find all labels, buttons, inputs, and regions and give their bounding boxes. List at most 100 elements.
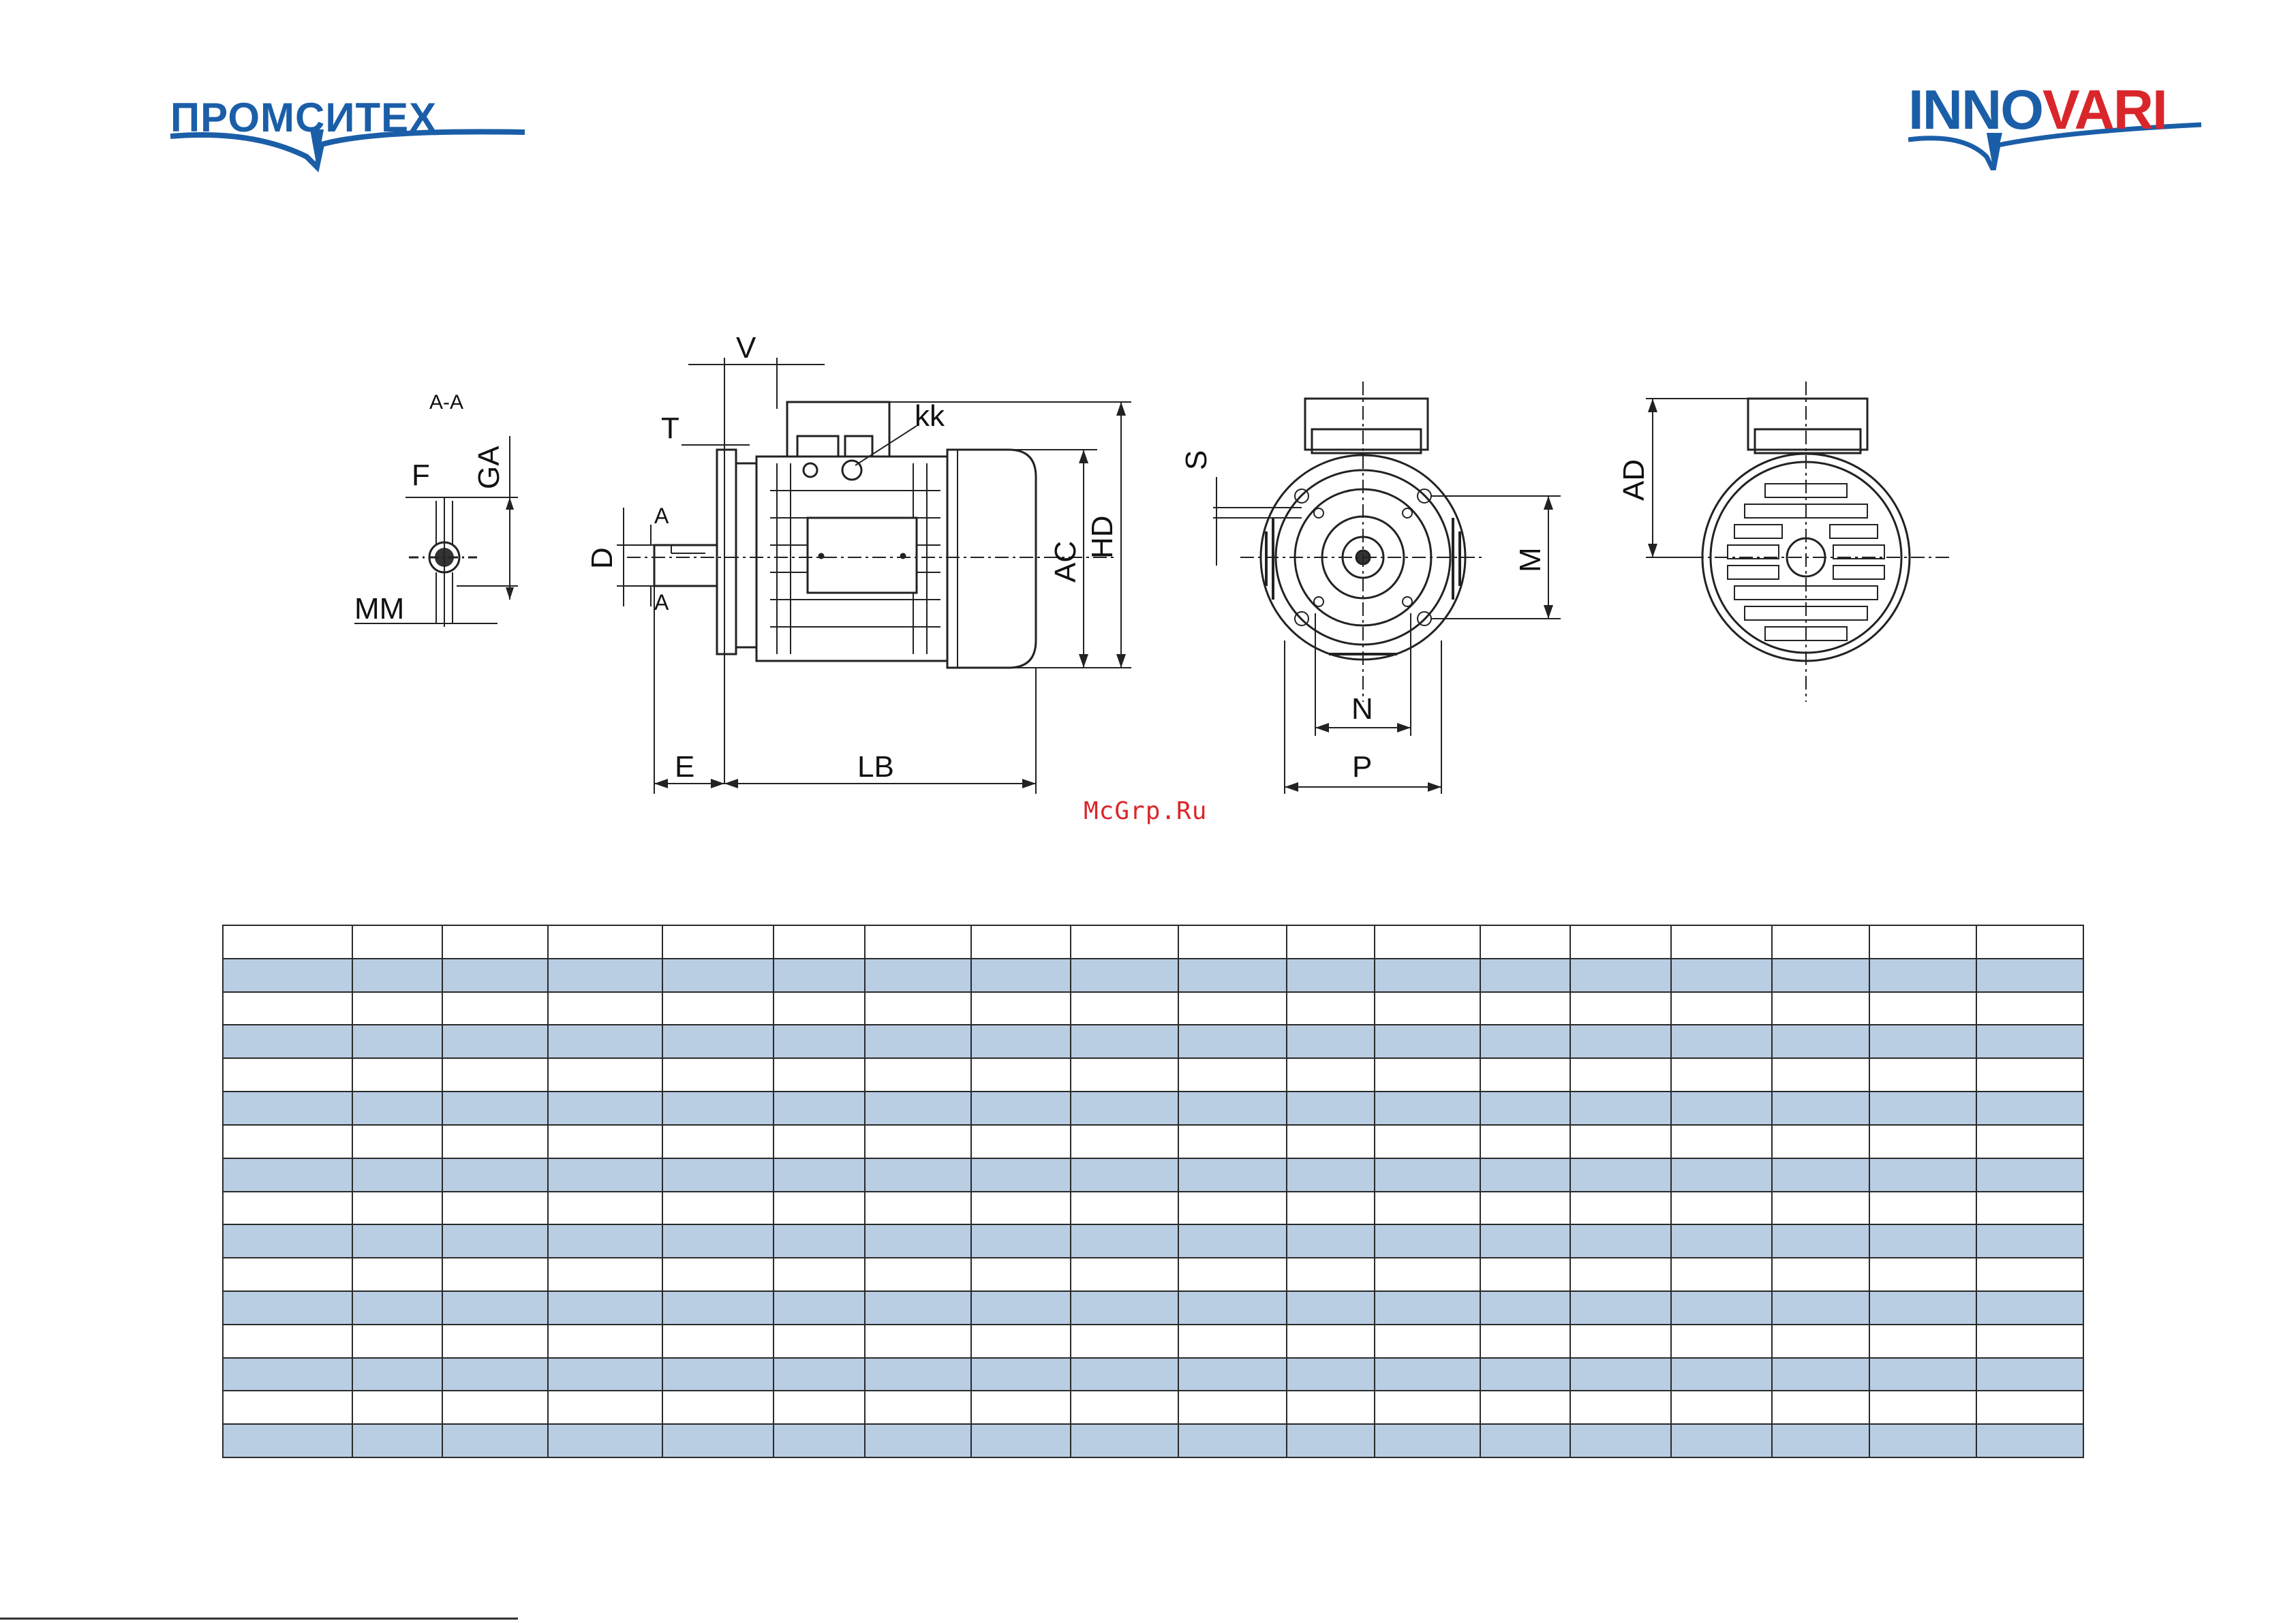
table-cell: [1070, 1024, 1179, 1060]
table-cell: [773, 1290, 866, 1325]
table-cell: [222, 991, 353, 1026]
table-cell: [352, 1224, 443, 1259]
table-cell: [970, 991, 1071, 1026]
table-cell: [1374, 1024, 1481, 1060]
table-cell: [970, 1224, 1071, 1259]
table-cell: [222, 1290, 353, 1325]
table-cell: [864, 957, 972, 993]
table-cell: [864, 1323, 972, 1359]
table-cell: [1976, 1190, 2084, 1226]
table-cell: [1178, 1257, 1287, 1292]
table-cell: [1374, 1124, 1481, 1159]
table-cell: [662, 925, 774, 959]
table-cell: [547, 1290, 663, 1325]
table-cell: [547, 1057, 663, 1093]
label-ad: AD: [1617, 459, 1651, 501]
promsitekh-logo-text: ПРОМСИТЕХ: [170, 95, 438, 140]
table-cell: [442, 1024, 549, 1060]
table-row: [222, 1257, 2084, 1292]
table-cell: [864, 991, 972, 1026]
table-cell: [1670, 991, 1773, 1026]
table-row: [222, 1024, 2084, 1060]
table-cell: [1480, 1091, 1571, 1126]
table-cell: [1869, 1190, 1977, 1226]
table-cell: [1480, 1257, 1571, 1292]
table-cell: [1070, 1290, 1179, 1325]
table-cell: [1374, 1390, 1481, 1425]
table-cell: [773, 1124, 866, 1159]
table-cell: [773, 1323, 866, 1359]
table-cell: [1869, 1124, 1977, 1159]
table-cell: [222, 957, 353, 993]
table-cell: [970, 1357, 1071, 1392]
table-cell: [547, 1357, 663, 1392]
table-cell: [773, 925, 866, 959]
table-cell: [970, 1024, 1071, 1060]
table-cell: [352, 1390, 443, 1425]
dimension-table-body: [222, 925, 2084, 1458]
table-cell: [1480, 1057, 1571, 1093]
motor-front-view: S M N P: [1180, 382, 1561, 794]
table-cell: [1570, 1124, 1672, 1159]
table-row: [222, 991, 2084, 1026]
table-cell: [1670, 1323, 1773, 1359]
table-cell: [1374, 1357, 1481, 1392]
table-row: [222, 1390, 2084, 1425]
table-cell: [970, 1091, 1071, 1126]
table-cell: [442, 1224, 549, 1259]
table-cell: [352, 1323, 443, 1359]
table-cell: [1976, 1423, 2084, 1458]
table-cell: [1670, 1057, 1773, 1093]
table-row: [222, 1290, 2084, 1325]
table-cell: [442, 1290, 549, 1325]
table-cell: [1286, 1024, 1375, 1060]
table-cell: [1070, 1390, 1179, 1425]
table-cell: [1869, 1157, 1977, 1192]
table-cell: [1771, 1423, 1870, 1458]
table-cell: [1670, 1224, 1773, 1259]
table-cell: [1771, 1357, 1870, 1392]
table-cell: [1286, 1357, 1375, 1392]
label-s: S: [1180, 450, 1213, 470]
table-cell: [222, 1190, 353, 1226]
table-cell: [442, 925, 549, 959]
label-kk: kk: [915, 399, 945, 433]
table-cell: [1070, 925, 1179, 959]
table-cell: [1178, 1091, 1287, 1126]
motor-rear-view: AD: [1617, 382, 1949, 702]
table-cell: [442, 1091, 549, 1126]
table-cell: [1070, 1357, 1179, 1392]
table-cell: [773, 1257, 866, 1292]
table-cell: [352, 1157, 443, 1192]
table-cell: [970, 1057, 1071, 1093]
table-cell: [222, 1357, 353, 1392]
table-cell: [1480, 1224, 1571, 1259]
dimension-table: [222, 925, 2084, 1458]
table-cell: [1480, 1390, 1571, 1425]
innovari-logo-text-vari: VARI: [2042, 79, 2168, 141]
table-cell: [352, 957, 443, 993]
table-cell: [662, 1390, 774, 1425]
table-cell: [1976, 1357, 2084, 1392]
table-cell: [1286, 991, 1375, 1026]
table-row: [222, 1190, 2084, 1226]
table-cell: [1670, 1157, 1773, 1192]
table-cell: [1976, 991, 2084, 1026]
table-cell: [547, 991, 663, 1026]
table-cell: [1670, 1257, 1773, 1292]
table-cell: [1869, 1057, 1977, 1093]
table-cell: [1178, 1390, 1287, 1425]
table-cell: [1771, 1224, 1870, 1259]
table-cell: [1286, 1323, 1375, 1359]
table-cell: [1286, 925, 1375, 959]
table-cell: [970, 1423, 1071, 1458]
table-cell: [1771, 1157, 1870, 1192]
table-cell: [773, 1224, 866, 1259]
table-cell: [222, 1091, 353, 1126]
table-cell: [1070, 1423, 1179, 1458]
table-cell: [442, 1423, 549, 1458]
table-cell: [1374, 1057, 1481, 1093]
table-cell: [970, 1390, 1071, 1425]
table-cell: [970, 1323, 1071, 1359]
table-cell: [662, 1057, 774, 1093]
